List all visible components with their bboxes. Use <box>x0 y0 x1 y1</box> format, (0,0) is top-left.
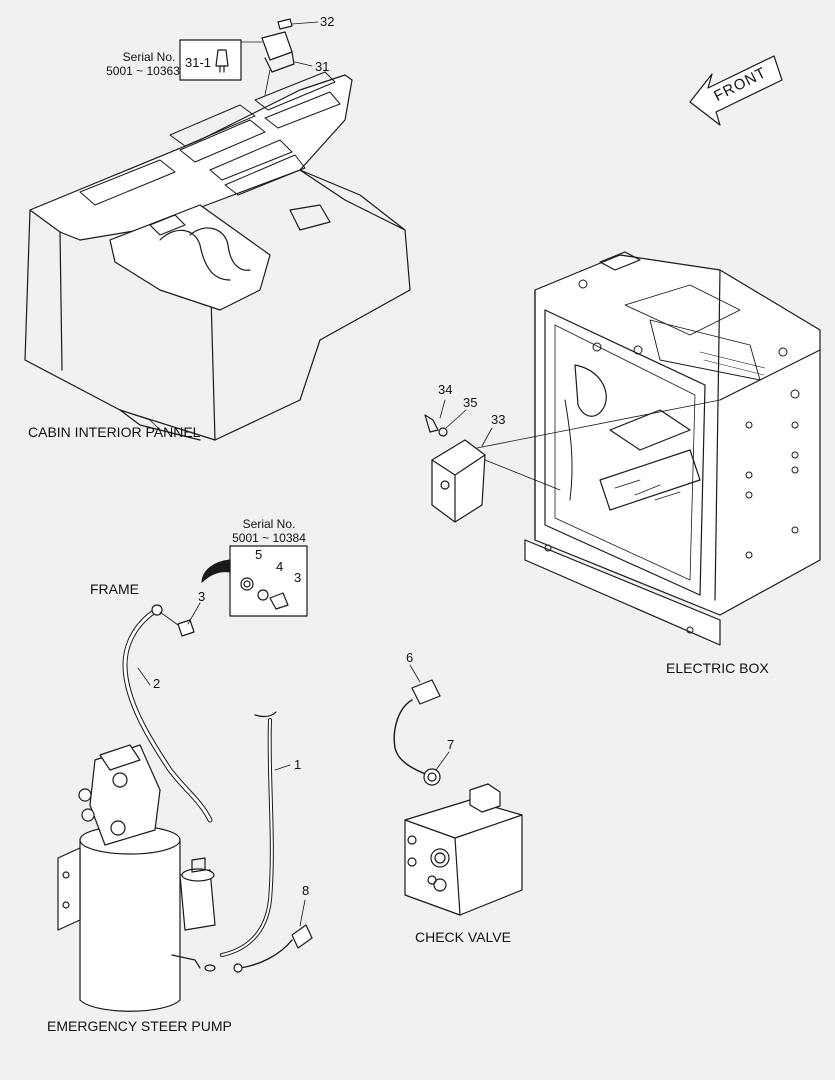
serial-top-label: Serial No. <box>122 50 176 64</box>
callout-31: 31 <box>315 59 330 74</box>
callout-5: 5 <box>255 547 263 562</box>
cable-part-2 <box>122 604 213 823</box>
serial-box-mid <box>201 545 308 617</box>
callout-32: 32 <box>320 14 335 29</box>
cabin-label: CABIN INTERIOR PANNEL <box>28 424 201 440</box>
electric-box <box>524 251 821 646</box>
check-valve <box>404 783 523 916</box>
callout-2: 2 <box>153 676 161 691</box>
electric-box-label: ELECTRIC BOX <box>666 660 769 676</box>
callout-7: 7 <box>447 737 455 752</box>
callout-3b: 3 <box>294 570 302 585</box>
serial-mid-range: 5001 ~ 10384 <box>232 531 306 545</box>
frame-label: FRAME <box>90 581 139 597</box>
harness-part-6-7 <box>393 679 441 786</box>
serial-box-top <box>179 39 263 81</box>
callout-34: 34 <box>438 382 453 397</box>
leader-lines-top <box>119 21 319 431</box>
front-arrow-icon <box>689 55 783 126</box>
callout-33: 33 <box>491 412 506 427</box>
callout-3: 3 <box>198 589 206 604</box>
harness-part-8 <box>233 924 313 973</box>
relay-module-33 <box>424 399 721 523</box>
serial-top-part: 31-1 <box>185 55 212 70</box>
callout-4: 4 <box>276 559 284 574</box>
pump-label: EMERGENCY STEER PUMP <box>47 1018 232 1034</box>
callout-6: 6 <box>406 650 414 665</box>
callout-8: 8 <box>302 883 310 898</box>
serial-top-range: 5001 ~ 10363 <box>106 64 180 78</box>
callout-35: 35 <box>463 395 478 410</box>
serial-mid-label: Serial No. <box>242 517 296 531</box>
callout-1: 1 <box>294 757 302 772</box>
leader-lines <box>137 399 493 927</box>
emergency-steer-pump <box>57 744 216 1012</box>
cable-part-1 <box>220 711 277 957</box>
check-valve-label: CHECK VALVE <box>415 929 511 945</box>
cabin-interior-panel <box>24 18 411 441</box>
